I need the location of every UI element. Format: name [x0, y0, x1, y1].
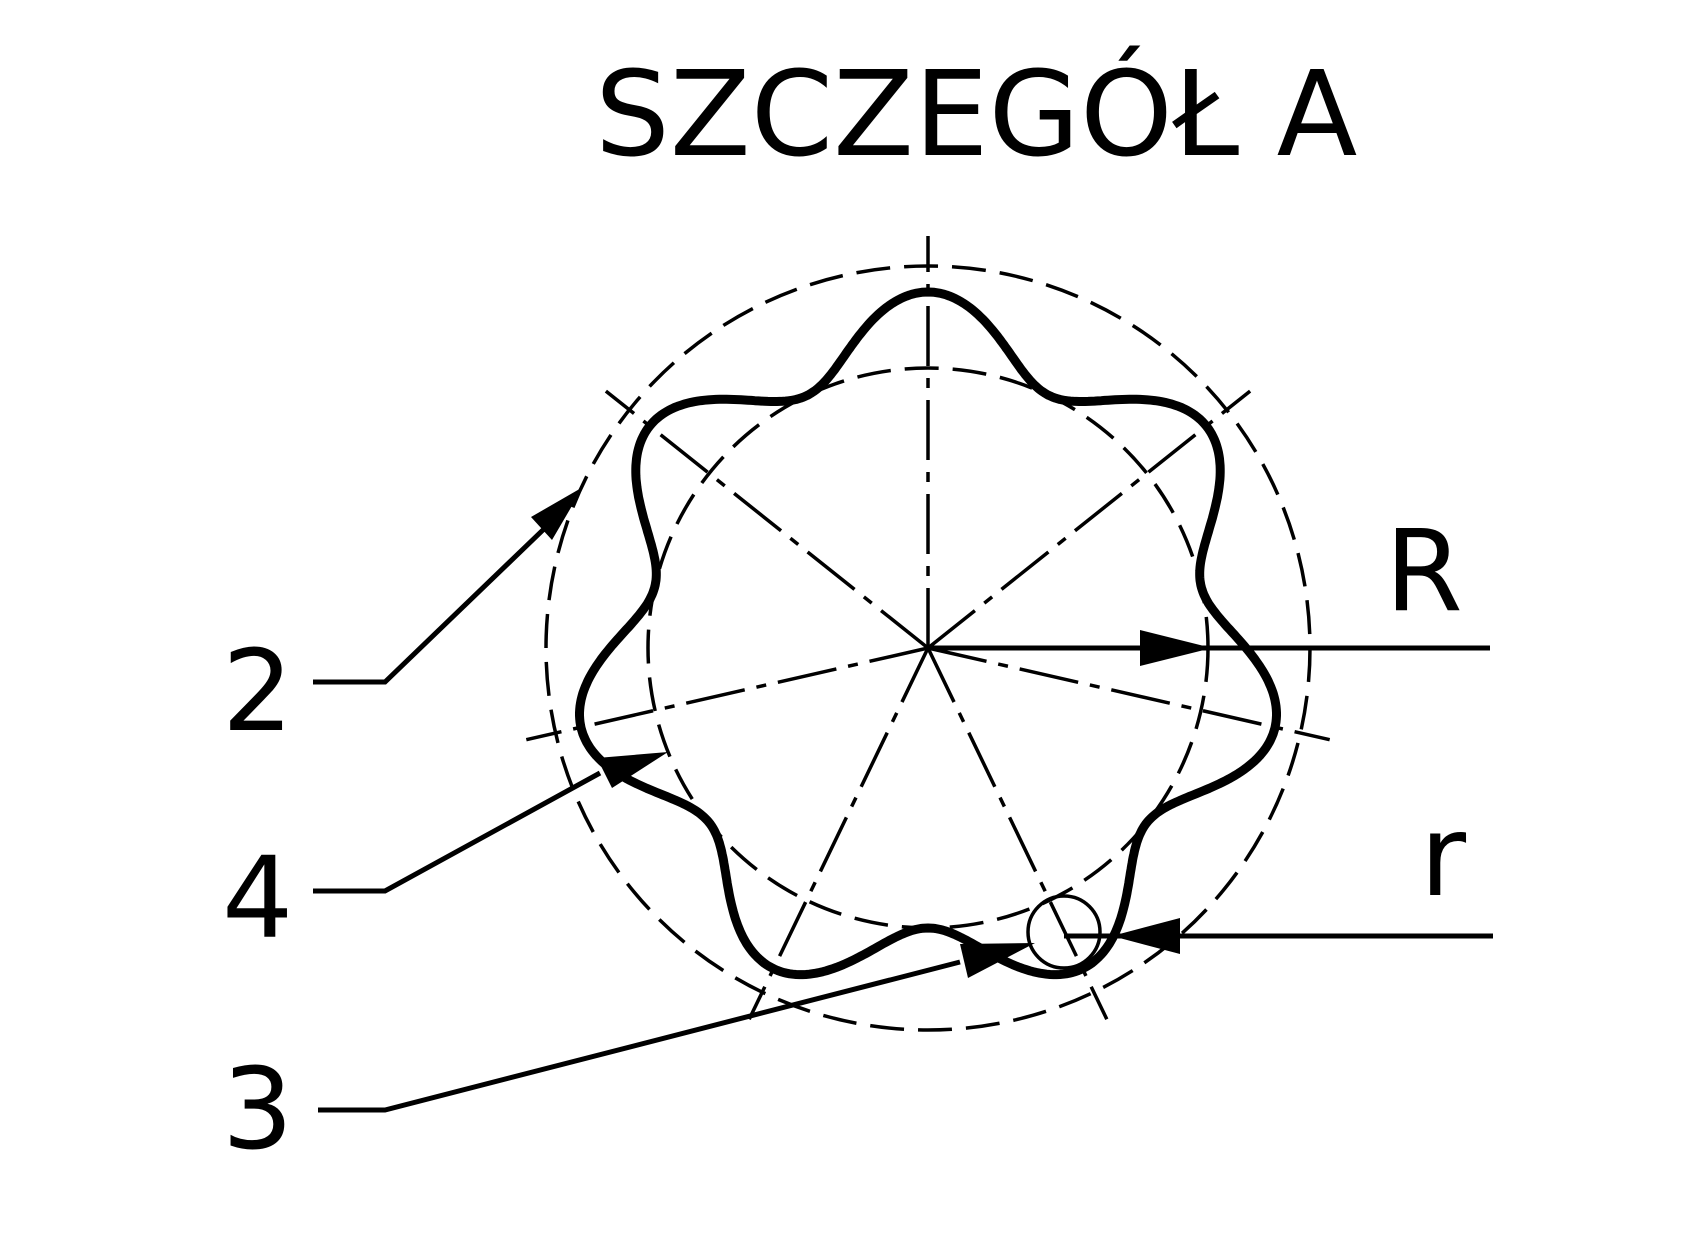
callout-3-arrowhead	[960, 943, 1035, 978]
radial-line-6	[525, 646, 929, 742]
callout-2-leader	[313, 526, 547, 685]
lobed-profile	[575, 287, 1281, 980]
callout-4: 4	[222, 752, 668, 964]
radius-R-dimension: R	[928, 507, 1490, 666]
callout-2-arrowhead	[531, 487, 583, 540]
callout-4-arrowhead	[597, 752, 668, 788]
radial-center-lines	[525, 236, 1331, 1020]
small-radius-circle	[1026, 894, 1102, 970]
callout-3-leader	[318, 959, 961, 1113]
callout-3-label: 3	[222, 1045, 293, 1175]
detail-title: SZCZEGÓŁ A	[595, 45, 1357, 183]
callout-3: 3	[222, 943, 1035, 1175]
callout-2: 2	[222, 487, 583, 757]
callout-4-leader	[313, 770, 602, 894]
callout-4-label: 4	[222, 834, 293, 964]
radial-line-4	[926, 647, 1109, 1020]
R-label: R	[1385, 507, 1463, 637]
r-label: r	[1420, 792, 1467, 922]
radial-line-3	[927, 646, 1331, 742]
r-arrowhead	[1112, 918, 1180, 954]
radial-line-5	[747, 647, 930, 1020]
radial-line-2	[926, 389, 1252, 650]
callout-2-label: 2	[222, 627, 293, 757]
radius-r-dimension: r	[1064, 792, 1493, 954]
R-arrowhead	[1140, 630, 1212, 666]
radial-line-7	[604, 389, 930, 650]
